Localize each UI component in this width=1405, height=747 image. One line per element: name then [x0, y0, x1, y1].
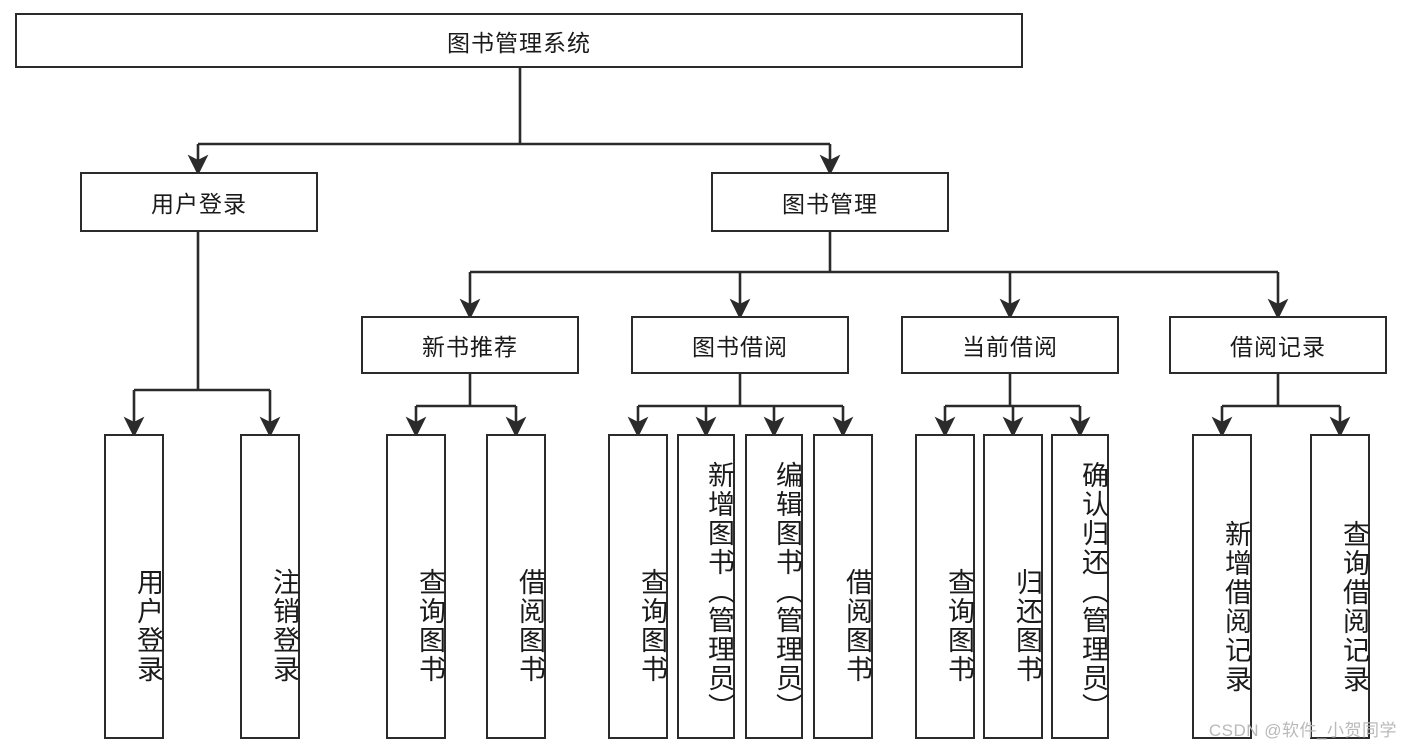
- node-leaf-borrow-book-1[interactable]: 借阅图书: [486, 434, 546, 739]
- node-leaf-add-record[interactable]: 新增借阅记录: [1192, 434, 1252, 739]
- node-leaf-edit-book[interactable]: 编辑图书（管理员）: [745, 434, 803, 739]
- node-leaf-query-book-1[interactable]: 查询图书: [386, 434, 446, 739]
- node-root-system[interactable]: 图书管理系统: [15, 13, 1023, 68]
- node-leaf-query-record[interactable]: 查询借阅记录: [1310, 434, 1370, 739]
- node-leaf-query-book-2[interactable]: 查询图书: [608, 434, 668, 739]
- node-new-book-recommend[interactable]: 新书推荐: [361, 316, 579, 374]
- node-leaf-return-book[interactable]: 归还图书: [983, 434, 1043, 739]
- watermark-text: CSDN @软件_小贺同学: [1208, 721, 1397, 740]
- node-leaf-add-book[interactable]: 新增图书（管理员）: [677, 434, 735, 739]
- node-leaf-logout[interactable]: 注销登录: [240, 434, 300, 739]
- node-user-login[interactable]: 用户登录: [80, 172, 318, 232]
- node-book-borrow[interactable]: 图书借阅: [631, 316, 849, 374]
- node-current-borrow[interactable]: 当前借阅: [901, 316, 1119, 374]
- node-leaf-user-login[interactable]: 用户登录: [104, 434, 164, 739]
- node-leaf-query-book-3[interactable]: 查询图书: [915, 434, 975, 739]
- node-leaf-borrow-book-2[interactable]: 借阅图书: [813, 434, 873, 739]
- node-book-management[interactable]: 图书管理: [711, 172, 949, 232]
- node-leaf-confirm-return[interactable]: 确认归还（管理员）: [1051, 434, 1109, 739]
- node-borrow-record[interactable]: 借阅记录: [1169, 316, 1387, 374]
